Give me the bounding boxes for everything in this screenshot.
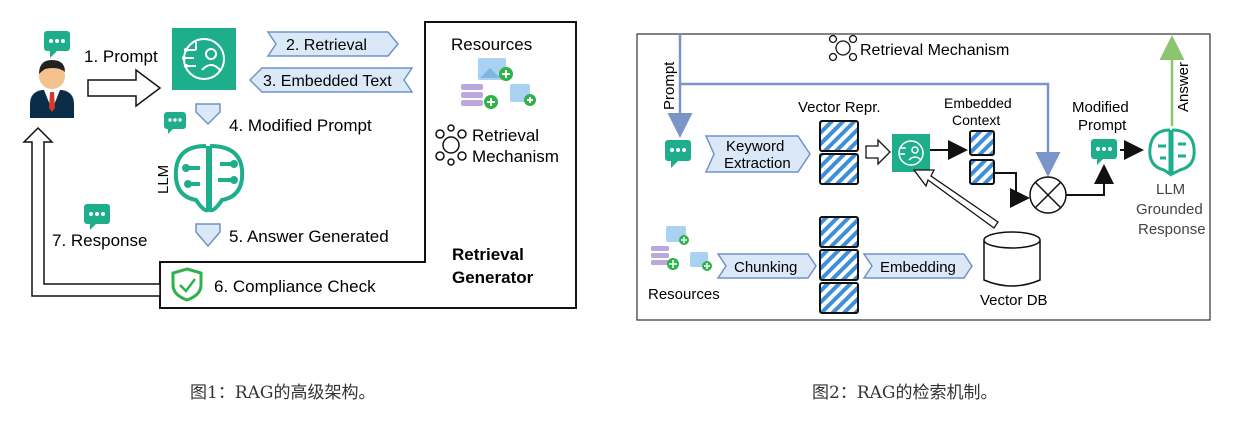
resources-label-2: Resources [648, 286, 720, 303]
modified-prompt-line1: Modified [1072, 99, 1129, 116]
retrieval-generator-frame [159, 21, 577, 309]
context-to-combiner-arrow [994, 172, 1030, 208]
embedding-label: Embedding [880, 259, 956, 276]
ai-brain-gear-icon-2 [892, 134, 930, 172]
llm-vertical-label: LLM [155, 165, 172, 194]
resources-label: Resources [451, 35, 532, 54]
step-answer-generated-label: 5. Answer Generated [229, 227, 389, 246]
network-icon [435, 124, 467, 166]
resources-icon-2 [651, 226, 712, 271]
network-icon-2 [828, 34, 858, 62]
chunking-label: Chunking [734, 259, 797, 276]
retrieval-step-arrow [266, 31, 399, 57]
retrieval-mechanism-line1: Retrieval [472, 126, 539, 145]
keyword-extraction-line1: Keyword [726, 138, 784, 155]
keyword-extraction-line2: Extraction [724, 155, 791, 172]
down-arrow-1 [195, 103, 221, 126]
prompt-vertical-label: Prompt [661, 61, 678, 110]
answer-vertical-label: Answer [1175, 62, 1192, 112]
chunking-arrow [716, 253, 817, 279]
retrieval-mechanism-title: Retrieval Mechanism [860, 42, 1009, 59]
vector-db-label: Vector DB [980, 292, 1048, 309]
combiner-to-prompt-arrow [1066, 164, 1114, 196]
embedded-text-step-arrow [248, 67, 414, 93]
figure1: 1. Prompt 2. Retrieval 3. Embedded Text … [22, 21, 577, 309]
llm-brain-icon-2 [1148, 128, 1196, 177]
vector-to-ai-arrow [865, 138, 891, 166]
figure1-caption: 图1：RAG的高级架构。 [190, 383, 376, 403]
context-block-2 [969, 159, 995, 185]
retrieval-generator-line1: Retrieval [452, 245, 524, 264]
user-chat-icon [44, 31, 70, 58]
response-return-arrow [22, 126, 161, 297]
embedding-arrow [862, 253, 973, 279]
modified-prompt-line2: Prompt [1078, 117, 1127, 134]
embedded-context-line2: Context [952, 112, 1000, 128]
user-avatar-icon [30, 60, 74, 118]
step-embedded-text-label: 3. Embedded Text [263, 73, 392, 90]
keyword-chat-icon [665, 140, 691, 168]
figure2-caption: 图2：RAG的检索机制。 [812, 383, 998, 403]
response-chat-icon [84, 204, 110, 230]
llm-grounded-line1: LLM [1156, 181, 1185, 198]
step-modified-prompt-label: 4. Modified Prompt [229, 116, 372, 135]
chunk-block-2 [819, 249, 859, 281]
embedded-context-line1: Embedded [944, 95, 1012, 111]
figure2: Retrieval Mechanism Prompt Keyword Extra… [636, 33, 1211, 321]
combiner-icon [1029, 176, 1067, 214]
step-retrieval-label: 2. Retrieval [286, 37, 367, 54]
retrieval-mechanism-line2: Mechanism [472, 147, 559, 166]
db-to-ai-arrow [912, 169, 999, 229]
modified-prompt-chat-icon [164, 112, 186, 134]
llm-grounded-line3: Response [1138, 221, 1206, 238]
llm-grounded-line2: Grounded [1136, 201, 1203, 218]
retrieval-generator-line2: Generator [452, 268, 534, 287]
llm-brain-icon [173, 144, 245, 213]
chunk-block-3 [819, 282, 859, 314]
step-prompt-label: 1. Prompt [84, 47, 158, 66]
context-block-1 [969, 130, 995, 156]
vector-repr-label: Vector Repr. [798, 99, 881, 116]
prompt-arrow [87, 68, 162, 108]
step-response-label: 7. Response [52, 231, 147, 250]
ai-brain-gear-icon [172, 28, 236, 90]
vector-block-1 [819, 120, 859, 152]
modified-prompt-chat-icon-2 [1091, 139, 1117, 165]
vector-db-icon [983, 231, 1041, 287]
figure2-frame [636, 33, 1211, 321]
vector-block-2 [819, 153, 859, 185]
shield-check-icon [171, 267, 203, 302]
step-compliance-check-label: 6. Compliance Check [214, 277, 376, 296]
prompt-to-combiner-arrow [680, 82, 1061, 177]
resources-icon [461, 58, 536, 109]
down-arrow-2 [195, 223, 221, 248]
keyword-extraction-arrow [704, 135, 811, 173]
chunk-block-1 [819, 216, 859, 248]
